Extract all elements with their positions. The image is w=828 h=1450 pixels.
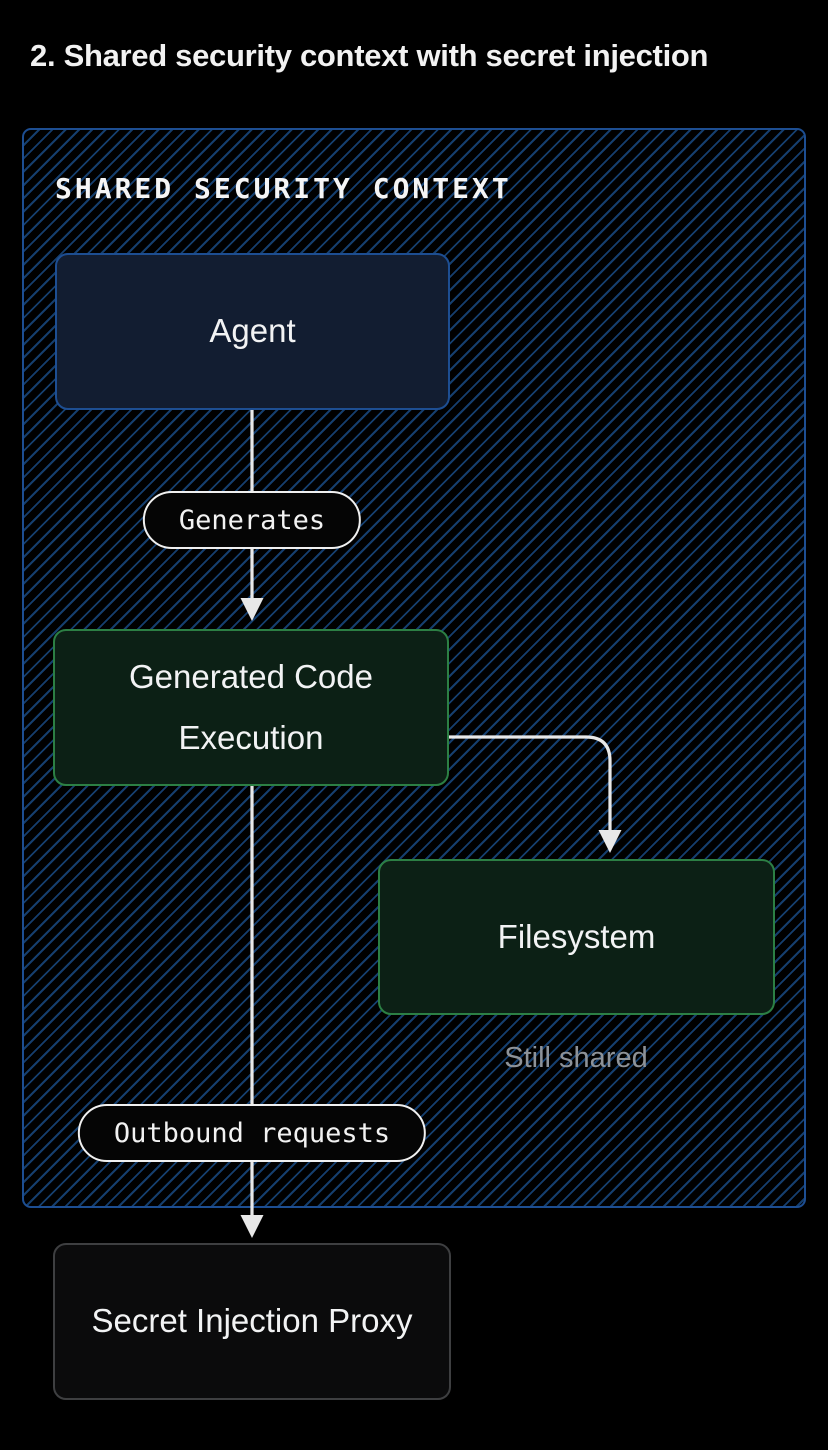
node-generated-code-execution-label: Generated Code Execution bbox=[128, 658, 373, 756]
still-shared-caption: Still shared bbox=[504, 1042, 648, 1074]
node-agent: Agent bbox=[55, 253, 450, 410]
arrowhead-agent-to-execution bbox=[240, 598, 264, 621]
zone-label: SHARED SECURITY CONTEXT bbox=[55, 172, 512, 205]
edge-label-outbound-requests-text: Outbound requests bbox=[113, 1117, 391, 1149]
edge-label-generates: Generates bbox=[142, 491, 362, 549]
arrowhead-execution-to-filesystem bbox=[598, 830, 622, 853]
node-secret-injection-proxy: Secret Injection Proxy bbox=[53, 1243, 451, 1400]
edge-label-generates-text: Generates bbox=[178, 504, 326, 536]
diagram-title: 2. Shared security context with secret i… bbox=[30, 38, 709, 73]
node-agent-label: Agent bbox=[209, 312, 296, 350]
node-generated-code-execution: Generated Code Execution bbox=[53, 629, 449, 786]
arrowhead-execution-to-proxy bbox=[240, 1215, 264, 1238]
node-filesystem: Filesystem bbox=[378, 859, 775, 1015]
edge-execution-to-filesystem bbox=[449, 735, 612, 832]
node-filesystem-label: Filesystem bbox=[497, 917, 656, 955]
node-secret-injection-proxy-label: Secret Injection Proxy bbox=[91, 1302, 413, 1340]
edge-label-outbound-requests: Outbound requests bbox=[77, 1104, 427, 1162]
